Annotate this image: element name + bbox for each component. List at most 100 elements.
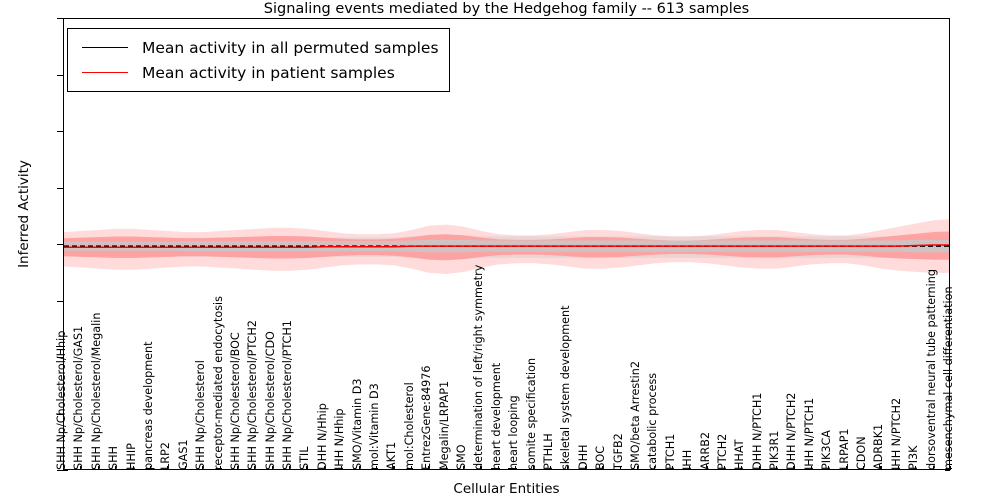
- x-axis-tick-mark: [480, 466, 482, 470]
- x-axis-tick-mark: [323, 466, 325, 470]
- x-axis-tick-label: SHH Np/Cholesterol/BOC: [228, 332, 242, 470]
- x-axis-tick-mark: [776, 466, 778, 470]
- x-axis-tick-mark: [132, 466, 134, 470]
- x-axis-tick-label: Megalin/LRPAP1: [437, 380, 451, 470]
- x-axis-tick-label: PTCH2: [715, 433, 729, 470]
- series-lines: [64, 244, 949, 249]
- x-axis-tick-label: mol:Vitamin D3: [368, 383, 382, 470]
- y-axis-tick-mark: [57, 300, 63, 302]
- x-axis-tick-label: SHH: [107, 446, 121, 470]
- x-axis-label: Cellular Entities: [453, 481, 560, 497]
- legend-item-label: Mean activity in all permuted samples: [142, 38, 439, 57]
- x-axis-tick-label: SHH Np/Cholesterol/PTCH1: [281, 320, 295, 470]
- x-axis-tick-mark: [202, 466, 204, 470]
- x-axis-tick-label: PTCH1: [663, 433, 677, 470]
- x-axis-tick-label: DHH: [576, 444, 590, 470]
- x-axis-tick-mark: [828, 466, 830, 470]
- plot-area: [63, 18, 950, 470]
- x-axis-tick-label: heart development: [489, 362, 503, 470]
- y-axis-tick-mark: [57, 357, 63, 359]
- x-axis-tick-mark: [358, 466, 360, 470]
- x-axis-tick-label: SHH Np/Cholesterol/Megalin: [89, 312, 103, 470]
- x-axis-tick-label: STIL: [298, 446, 312, 470]
- x-axis-tick-label: HHAT: [733, 439, 747, 470]
- x-axis-tick-label: DHH N/PTCH1: [750, 392, 764, 470]
- x-axis-tick-mark: [863, 466, 865, 470]
- x-axis-tick-mark: [149, 466, 152, 470]
- y-axis-tick-mark: [57, 413, 63, 415]
- y-axis-tick-mark: [63, 470, 68, 472]
- x-axis-tick-mark: [428, 466, 430, 470]
- x-axis-tick-mark: [602, 466, 604, 470]
- x-axis-tick-label: PIK3CA: [820, 430, 834, 470]
- x-axis-tick-label: TGFB2: [611, 433, 625, 470]
- x-axis-tick-label: receptor-mediated endocytosis: [211, 296, 225, 470]
- x-axis-tick-mark: [897, 466, 899, 470]
- x-axis-tick-mark: [932, 466, 934, 470]
- y-axis-tick-mark: [57, 187, 63, 189]
- series-line: [64, 244, 949, 249]
- x-axis-tick-mark: [654, 466, 656, 470]
- x-axis-tick-label: PIK3R1: [768, 430, 782, 470]
- x-axis-tick-mark: [97, 466, 99, 470]
- x-axis-tick-label: IHH N/PTCH1: [802, 397, 816, 470]
- x-axis-tick-label: LRP2: [159, 442, 173, 470]
- x-axis-tick-label: catabolic process: [646, 372, 660, 470]
- x-axis-tick-label: AKT1: [385, 441, 399, 470]
- y-axis-tick-mark: [57, 244, 63, 246]
- x-axis-tick-mark: [845, 466, 847, 470]
- x-axis-tick-mark: [167, 466, 169, 470]
- x-axis-tick-label: SMO/Vitamin D3: [350, 378, 364, 470]
- x-axis-tick-mark: [115, 466, 117, 470]
- legend-item[interactable]: Mean activity in patient samples: [76, 60, 439, 85]
- legend-item[interactable]: Mean activity in all permuted samples: [76, 35, 439, 60]
- x-axis-tick-label: pancreas development: [141, 341, 155, 470]
- x-axis-tick-mark: [80, 466, 82, 470]
- x-axis-tick-label: PTHLH: [541, 433, 555, 470]
- x-axis-tick-label: mesenchymal cell differentiation: [942, 286, 955, 470]
- x-axis-tick-mark: [758, 466, 760, 470]
- x-axis-tick-mark: [236, 466, 238, 470]
- x-axis-tick-label: ARRB2: [698, 432, 712, 470]
- x-axis-tick-mark: [184, 466, 186, 470]
- plot-svg: [64, 219, 949, 274]
- x-axis-tick-label: CDON: [855, 436, 869, 470]
- x-axis-tick-mark: [810, 466, 812, 470]
- x-axis-tick-mark: [219, 466, 221, 470]
- legend-line-swatch: [82, 47, 128, 48]
- x-axis-tick-label: HHIP: [124, 443, 138, 470]
- x-axis-tick-mark: [341, 466, 343, 470]
- y-axis-tick-mark: [57, 131, 63, 133]
- x-axis-tick-label: SHH Np/Cholesterol/GAS1: [72, 325, 86, 470]
- x-axis-tick-label: IHH N/Hhip: [333, 408, 347, 470]
- x-axis-tick-label: SHH Np/Cholesterol: [194, 360, 208, 470]
- chart-title: Signaling events mediated by the Hedgeho…: [263, 1, 750, 17]
- legend-line-swatch: [82, 72, 128, 73]
- x-axis-tick-mark: [706, 466, 708, 470]
- x-axis-tick-mark: [497, 466, 499, 470]
- x-axis-tick-mark: [306, 466, 308, 470]
- x-axis-tick-mark: [410, 466, 412, 470]
- x-axis-tick-label: PI3K: [907, 445, 921, 471]
- y-axis-tick-mark: [945, 470, 950, 472]
- x-axis-tick-mark: [671, 466, 673, 470]
- x-axis-tick-label: somite specification: [524, 357, 538, 470]
- x-axis-tick-label: DHH N/Hhip: [315, 403, 329, 470]
- x-axis-tick-mark: [915, 466, 917, 470]
- x-axis-tick-label: IHH: [681, 449, 695, 470]
- y-axis-tick-mark: [57, 18, 63, 20]
- x-axis-tick-mark: [619, 466, 621, 470]
- x-axis-tick-label: GAS1: [176, 439, 190, 470]
- x-axis-tick-mark: [289, 466, 291, 470]
- y-axis-tick-mark: [57, 470, 63, 472]
- x-axis-tick-label: SMO: [455, 444, 469, 470]
- x-axis-tick-mark: [723, 466, 725, 470]
- x-axis-tick-mark: [549, 466, 552, 470]
- x-axis-tick-mark: [950, 466, 952, 470]
- x-axis-tick-label: LRPAP1: [837, 428, 851, 470]
- x-axis-tick-mark: [880, 466, 882, 470]
- x-axis-tick-mark: [515, 466, 517, 470]
- x-axis-tick-mark: [463, 466, 465, 470]
